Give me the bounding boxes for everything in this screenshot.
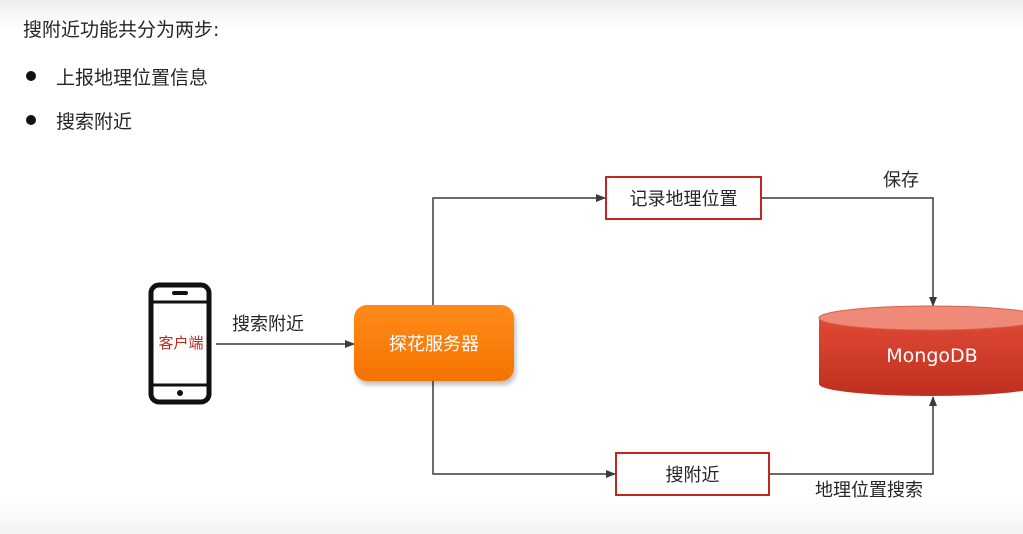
geo-search-edge-label: 地理位置搜索	[815, 480, 923, 501]
edge-service-to-search	[432, 381, 616, 478]
client-edge-label: 搜索附近	[232, 314, 304, 335]
search-nearby-label: 搜附近	[665, 465, 720, 486]
bullet-text: 上报地理位置信息	[56, 66, 209, 89]
bullet-dot	[26, 115, 36, 125]
bullet-text: 搜索附近	[56, 110, 133, 133]
record-location-node: 记录地理位置	[605, 176, 762, 220]
client-label: 客户端	[158, 334, 204, 352]
intro-heading: 搜附近功能共分为两步:	[23, 19, 220, 41]
service-node: 探花服务器	[354, 305, 514, 381]
phone-icon	[148, 282, 212, 405]
record-location-label: 记录地理位置	[629, 189, 738, 210]
save-edge-label: 保存	[883, 170, 919, 191]
bullet-item-report-location: 上报地理位置信息	[26, 63, 208, 89]
database-cylinder	[818, 305, 1023, 396]
edge-record-to-database	[762, 197, 937, 307]
bullet-item-search-nearby: 搜索附近	[26, 107, 132, 133]
service-label: 探花服务器	[389, 334, 479, 355]
search-nearby-node: 搜附近	[615, 452, 770, 496]
edge-service-to-record	[432, 194, 606, 305]
edge-search-to-database	[770, 396, 937, 475]
database-label: MongoDB	[886, 345, 978, 367]
bullet-dot	[26, 71, 36, 81]
